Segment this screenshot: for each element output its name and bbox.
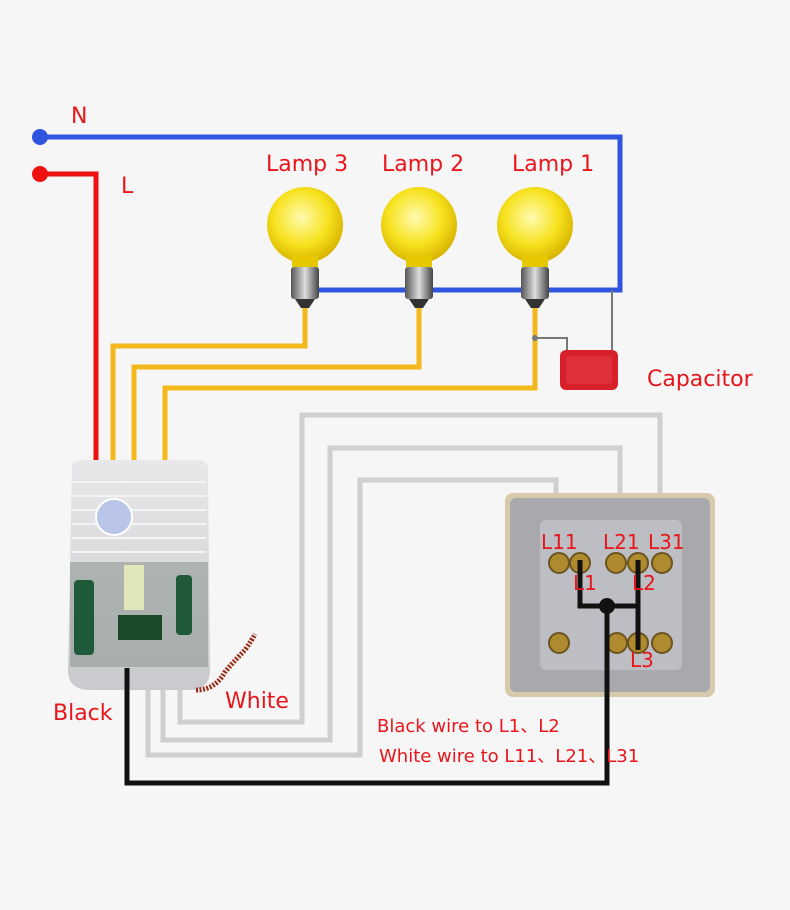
lamp-2-bulb — [381, 187, 457, 308]
lamp-2-label: Lamp 2 — [382, 152, 465, 177]
lamp-1-bulb — [497, 187, 573, 308]
lamp-3-bulb — [267, 187, 343, 308]
terminal-l1-label: L1 — [573, 571, 597, 595]
white-switch-wires — [145, 412, 663, 758]
terminal-l3-label: L3 — [630, 648, 654, 672]
live-label: L — [121, 174, 134, 199]
antenna-coil — [195, 632, 258, 693]
neutral-label: N — [71, 104, 88, 129]
rf-receiver-module — [68, 460, 210, 690]
three-gang-switch — [505, 493, 715, 697]
black-wire-note: Black wire to L1、L2 — [377, 716, 560, 737]
black-label: Black — [53, 701, 113, 726]
capacitor-leads — [535, 290, 613, 358]
terminal-l31-label: L31 — [648, 530, 685, 554]
terminal-l21-label: L21 — [603, 530, 640, 554]
white-wire-note: White wire to L11、L21、L31 — [379, 746, 640, 767]
black-common-wire — [124, 560, 641, 786]
neutral-wire — [40, 134, 623, 293]
white-label: White — [225, 689, 289, 714]
lamp-wires — [110, 305, 538, 472]
neutral-terminal-dot — [32, 129, 48, 145]
live-terminal-dot — [32, 166, 48, 182]
lamp1-wire — [162, 305, 538, 472]
lamp-1-label: Lamp 1 — [512, 152, 595, 177]
lamp3-wire — [110, 305, 308, 472]
lamp-3-label: Lamp 3 — [266, 152, 349, 177]
capacitor-label: Capacitor — [647, 367, 753, 392]
live-wire — [40, 171, 99, 472]
terminal-l2-label: L2 — [632, 571, 656, 595]
terminal-l11-label: L11 — [541, 530, 578, 554]
junction-dot — [599, 598, 615, 614]
lamp2-wire — [131, 305, 422, 472]
